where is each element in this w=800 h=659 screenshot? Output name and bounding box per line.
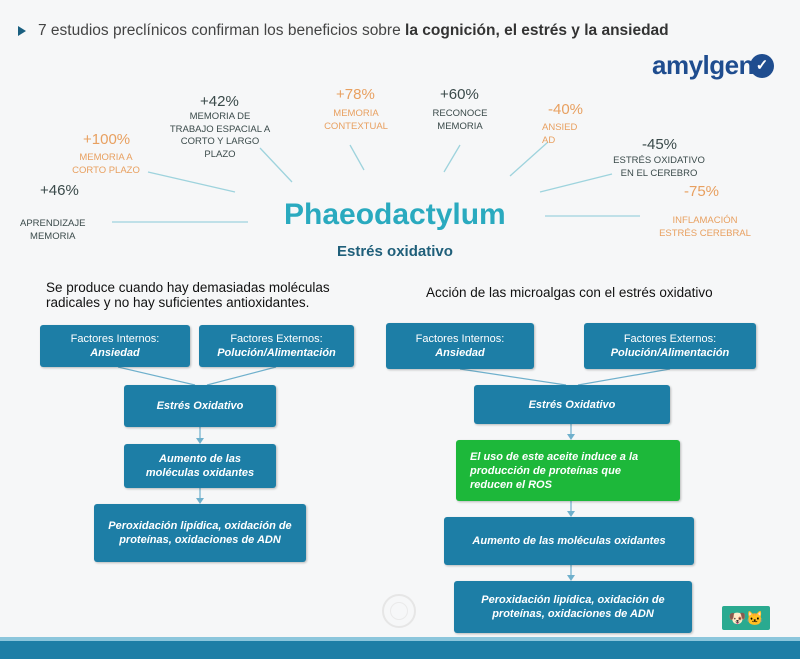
left-external-factors-box: Factores Externos:Polución/Alimentación: [199, 325, 354, 367]
header-text: 7 estudios preclínicos confirman los ben…: [38, 22, 406, 39]
center-title: Phaeodactylum: [284, 198, 506, 231]
home-inner-ring: [390, 602, 408, 620]
right-increase-box: Aumento de las moléculas oxidantes: [444, 517, 694, 565]
right-external-factors-box: Factores Externos:Polución/Alimentación: [584, 323, 756, 369]
center-subtitle: Estrés oxidativo: [337, 243, 453, 260]
benefit-pct: +46%: [40, 182, 79, 199]
header-bold-text: la cognición, el estrés y la ansiedad: [405, 22, 669, 39]
benefit-pct: +60%: [440, 86, 479, 103]
amylgen-logo: amylgen: [652, 50, 755, 80]
right-internal-factors-box: Factores Internos:Ansiedad: [386, 323, 534, 369]
left-flow-note: Se produce cuando hay demasiadas molécul…: [46, 280, 330, 310]
right-stress-box: Estrés Oxidativo: [474, 385, 670, 424]
check-badge-icon: ✓: [750, 54, 774, 78]
slide-header: 7 estudios preclínicos confirman los ben…: [18, 22, 669, 40]
right-flow-note: Acción de las microalgas con el estrés o…: [426, 285, 713, 300]
pets-icon: 🐶🐱: [722, 606, 770, 630]
home-button[interactable]: [382, 594, 416, 628]
benefit-pct: -40%: [548, 101, 584, 118]
left-internal-factors-box: Factores Internos:Ansiedad: [40, 325, 190, 367]
bottom-bar: [0, 641, 800, 659]
benefit-pct: +78%: [336, 86, 375, 103]
left-stress-box: Estrés Oxidativo: [124, 385, 276, 427]
benefit-pct: +100%: [83, 131, 131, 148]
bottom-accent-bar: [0, 637, 800, 641]
benefit-pct: -75%: [684, 183, 720, 200]
bullet-arrow-icon: [18, 25, 26, 36]
benefit-pct: +42%: [200, 93, 239, 110]
benefit-pct: -45%: [642, 136, 678, 153]
